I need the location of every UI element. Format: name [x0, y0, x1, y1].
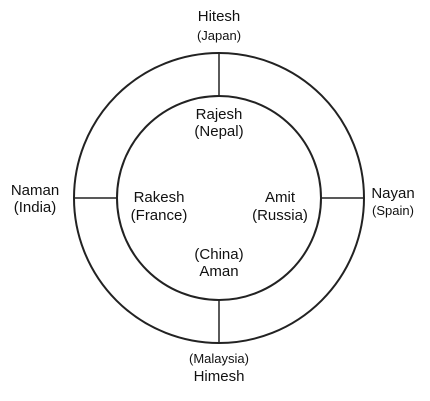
- outer-top-label: Hitesh (Japan): [174, 9, 264, 42]
- outer-bottom-label: (Malaysia) Himesh: [164, 352, 274, 384]
- outer-bottom-name: Himesh: [193, 368, 245, 385]
- inner-bottom-name: Aman: [199, 263, 239, 280]
- inner-top-country: (Nepal): [194, 123, 244, 140]
- outer-right-label: Nayan (Spain): [363, 186, 423, 217]
- outer-top-country: (Japan): [196, 28, 242, 43]
- inner-top-name: Rajesh: [195, 106, 243, 123]
- inner-top-label: Rajesh (Nepal): [179, 107, 259, 139]
- outer-left-name: Naman: [10, 182, 60, 199]
- inner-left-country: (France): [130, 207, 188, 224]
- inner-left-label: Rakesh (France): [117, 190, 201, 223]
- outer-bottom-country: (Malaysia): [189, 351, 249, 366]
- inner-right-label: Amit (Russia): [238, 190, 322, 223]
- outer-right-country: (Spain): [372, 203, 414, 218]
- outer-left-label: Naman (India): [3, 183, 67, 215]
- inner-left-name: Rakesh: [133, 189, 185, 206]
- outer-top-name: Hitesh: [197, 8, 241, 25]
- outer-right-name: Nayan: [371, 185, 415, 202]
- inner-right-name: Amit: [265, 189, 295, 206]
- outer-left-country: (India): [13, 199, 57, 216]
- inner-bottom-country: (China): [194, 246, 244, 263]
- inner-right-country: (Russia): [252, 207, 308, 224]
- inner-bottom-label: (China) Aman: [177, 247, 261, 279]
